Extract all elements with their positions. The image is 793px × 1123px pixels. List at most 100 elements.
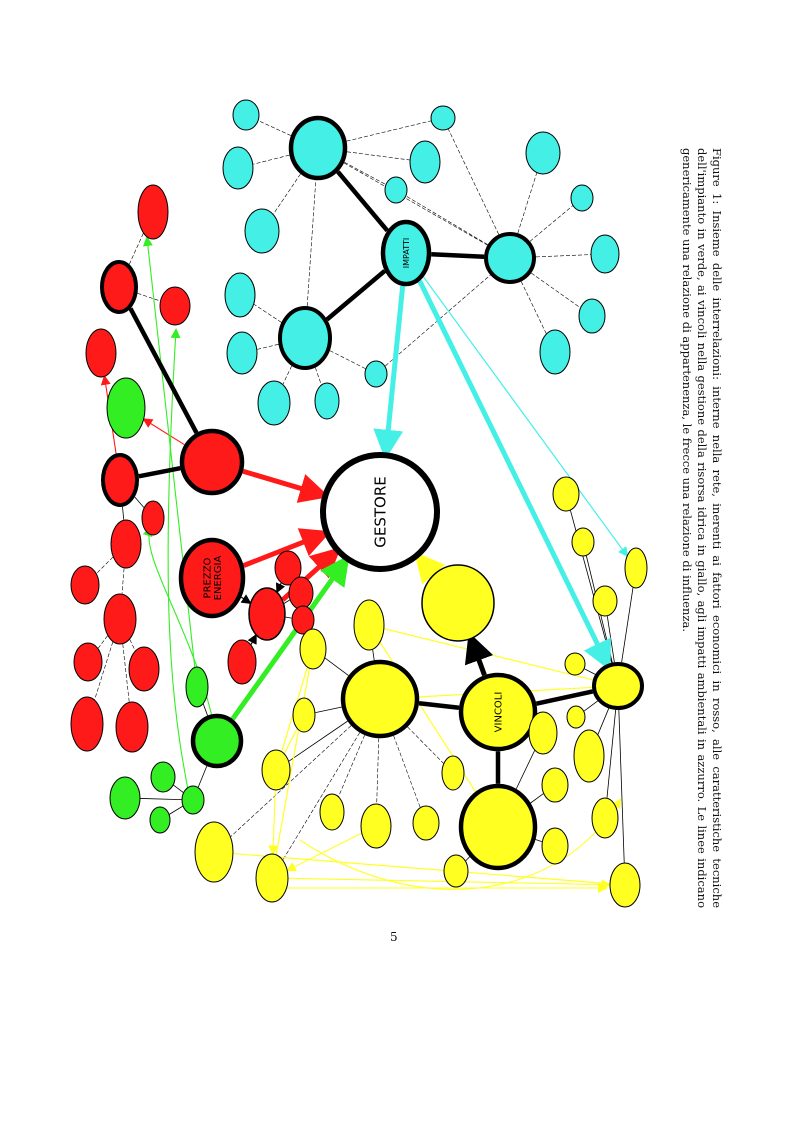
node-shape: [380, 219, 432, 287]
node-y-b[interactable]: [571, 527, 595, 557]
node-shape: [149, 806, 171, 834]
node-y-l[interactable]: [609, 862, 641, 908]
node-g-b[interactable]: [181, 785, 205, 815]
node-r-n[interactable]: [288, 576, 314, 610]
node-y-p[interactable]: [360, 803, 392, 849]
node-y-k[interactable]: [541, 827, 569, 865]
node-r-a[interactable]: [137, 184, 169, 240]
node-r-m[interactable]: [274, 550, 302, 586]
node-c-main3[interactable]: [278, 306, 332, 370]
edge-yellow-long-1: [299, 798, 622, 890]
node-shape: [100, 260, 138, 314]
node-prezzo-energia[interactable]: PREZZOENERGIA: [178, 537, 246, 619]
node-g-e[interactable]: [149, 806, 171, 834]
node-y-g[interactable]: [528, 711, 558, 755]
node-r-e[interactable]: [110, 519, 142, 569]
node-c-j[interactable]: [578, 298, 606, 334]
node-c-e[interactable]: [409, 140, 441, 184]
node-y-m[interactable]: [443, 854, 469, 888]
node-y-s[interactable]: [194, 821, 234, 883]
node-y-d[interactable]: [592, 585, 618, 617]
node-c-f[interactable]: [384, 176, 408, 204]
node-r-c[interactable]: [85, 328, 117, 378]
node-y-v[interactable]: [299, 628, 327, 670]
node-r-d[interactable]: [141, 500, 165, 536]
node-y-f[interactable]: [566, 705, 586, 729]
node-shape: [412, 805, 440, 841]
node-c-n[interactable]: [257, 380, 291, 426]
node-y-q[interactable]: [319, 793, 345, 831]
edge-c_main1-c_b: [253, 154, 290, 165]
node-y-r[interactable]: [255, 853, 289, 903]
node-impatti[interactable]: IMPATTI: [380, 219, 432, 287]
node-r-k[interactable]: [115, 701, 149, 753]
node-shape: [319, 793, 345, 831]
node-y-e[interactable]: [564, 652, 586, 676]
node-c-main2[interactable]: [484, 232, 536, 284]
node-y-j[interactable]: [591, 797, 619, 839]
edge-c_main1-c_f: [344, 161, 386, 185]
node-shape: [552, 476, 580, 512]
node-c-h[interactable]: [570, 184, 594, 212]
node-y-c[interactable]: [624, 547, 648, 589]
node-r-o[interactable]: [291, 605, 315, 635]
node-r-i[interactable]: [128, 646, 160, 692]
node-y-a[interactable]: [552, 476, 580, 512]
node-g-top[interactable]: [106, 377, 146, 439]
node-y-main2[interactable]: [458, 783, 538, 871]
node-c-c[interactable]: [244, 208, 280, 254]
node-g-c[interactable]: [150, 761, 176, 793]
node-y-o[interactable]: [441, 755, 465, 791]
node-c-k[interactable]: [539, 329, 571, 375]
node-y-main1[interactable]: [340, 659, 420, 739]
node-c-i[interactable]: [590, 234, 620, 274]
node-r-f[interactable]: [70, 565, 100, 605]
node-g-main[interactable]: [190, 713, 244, 769]
node-c-d[interactable]: [430, 105, 456, 131]
edge-c_main2-c_h: [529, 205, 573, 242]
edge-g_main-g_b: [197, 765, 208, 788]
node-r-g[interactable]: [103, 593, 137, 645]
node-y-u[interactable]: [292, 697, 316, 733]
node-gestore[interactable]: GESTORE: [320, 452, 440, 572]
node-vincoli[interactable]: VINCOLI: [458, 672, 538, 752]
node-c-o[interactable]: [314, 382, 340, 420]
edge-r_g-r_k: [122, 644, 130, 702]
node-r-top[interactable]: [100, 260, 138, 314]
node-r-h[interactable]: [73, 642, 103, 682]
node-c-main1[interactable]: [288, 115, 348, 181]
node-y-n[interactable]: [412, 805, 440, 841]
node-y-i[interactable]: [541, 767, 569, 803]
node-y-link[interactable]: [421, 564, 495, 642]
node-y-w[interactable]: [353, 599, 385, 651]
nodes-layer: GESTORE PREZZOENERGIA VINCOLI IMPATTI: [70, 99, 648, 908]
edge-c_main3-c_m: [257, 344, 279, 350]
node-c-g[interactable]: [525, 131, 561, 175]
node-y-main3[interactable]: [592, 662, 644, 710]
edge-y_main3-y_j: [606, 709, 617, 798]
node-c-l[interactable]: [224, 272, 256, 318]
node-c-m[interactable]: [226, 331, 258, 375]
node-c-b[interactable]: [222, 146, 254, 190]
node-shape: [592, 585, 618, 617]
node-g-d[interactable]: [109, 776, 141, 820]
node-r-l[interactable]: [227, 639, 257, 685]
node-shape: [128, 646, 160, 692]
edge-impatti-to-c_main3: [325, 269, 387, 322]
edge-r_main2-r_e: [122, 506, 125, 520]
node-shape: [624, 547, 648, 589]
node-r-main2[interactable]: [101, 453, 139, 507]
node-g-a[interactable]: [185, 666, 209, 708]
node-shape: [458, 672, 538, 752]
node-r-j[interactable]: [70, 696, 104, 752]
node-c-p[interactable]: [364, 360, 388, 388]
node-r-b[interactable]: [159, 286, 191, 326]
node-shape: [409, 140, 441, 184]
node-r-main3[interactable]: [248, 587, 286, 641]
node-y-h[interactable]: [573, 729, 605, 783]
node-y-t[interactable]: [261, 749, 291, 791]
node-r-main1[interactable]: [179, 428, 245, 496]
node-c-a[interactable]: [232, 99, 260, 131]
edge-c_main3-c_p: [329, 350, 366, 369]
